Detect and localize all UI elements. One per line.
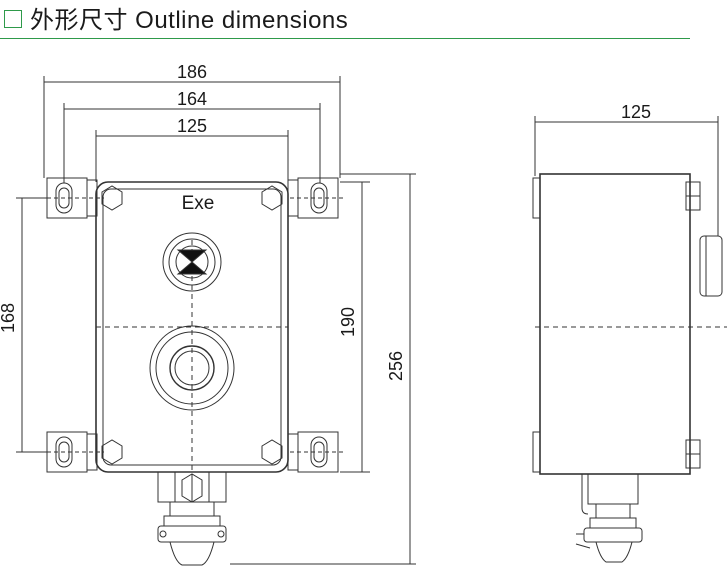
dim-168: 168 [0, 303, 18, 333]
side-bracket-top [532, 177, 541, 219]
side-gland-tip [595, 541, 633, 563]
dim-164: 164 [177, 89, 207, 109]
bolt-top-right [261, 185, 283, 211]
dim-125-front: 125 [177, 116, 207, 136]
gland-tip [169, 541, 215, 566]
gland-ring [157, 525, 227, 543]
indicator-top-triangle [176, 249, 208, 263]
dim-125-side: 125 [621, 102, 651, 122]
push-button-outer [149, 325, 235, 411]
front-dimensions [16, 76, 416, 565]
bolt-bottom-right [261, 439, 283, 465]
side-button [699, 235, 723, 297]
bolt-bottom-left [101, 439, 123, 465]
header: 外形尺寸 Outline dimensions [0, 0, 700, 40]
title-underline [0, 38, 690, 39]
side-dimensions [534, 116, 719, 236]
side-bracket-bottom [532, 431, 541, 473]
page-title: 外形尺寸 Outline dimensions [30, 7, 349, 34]
side-body [539, 173, 691, 475]
indicator-outer-ring [162, 232, 222, 292]
bolt-top-left [101, 185, 123, 211]
dim-256: 256 [386, 351, 406, 381]
indicator-bottom-triangle [176, 261, 208, 275]
title-wrap: 外形尺寸 Outline dimensions [4, 0, 348, 35]
side-gland-base [587, 473, 639, 505]
side-view [532, 173, 727, 563]
checkbox-icon [4, 9, 22, 28]
gland-collar [169, 501, 215, 517]
dim-186: 186 [177, 62, 207, 82]
front-view [40, 177, 345, 566]
exe-label: Exe [182, 193, 215, 214]
dim-190: 190 [338, 307, 358, 337]
